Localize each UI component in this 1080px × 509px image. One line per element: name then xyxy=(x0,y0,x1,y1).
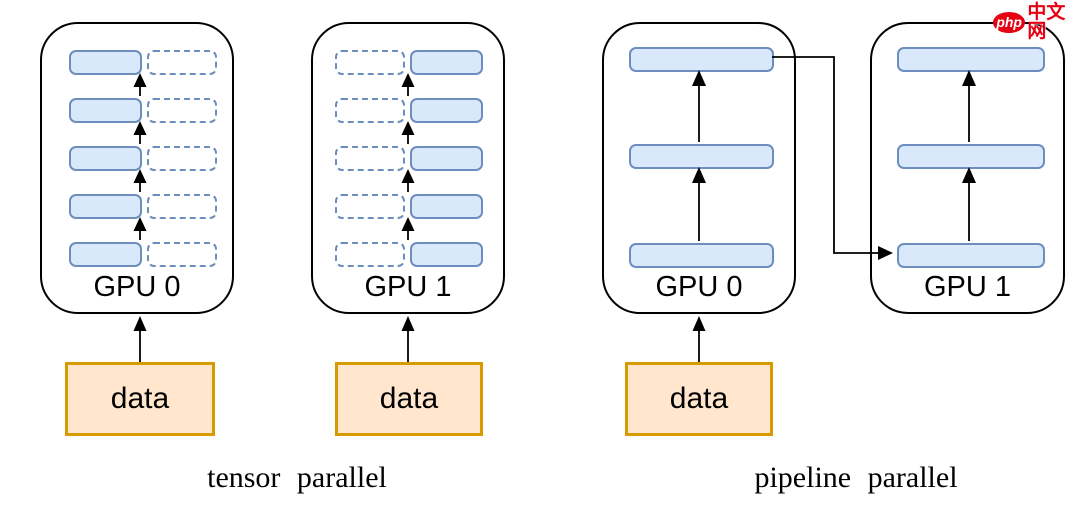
tensor-gpu0-layer3-ghost xyxy=(147,146,217,171)
pipeline-gpu1-label: GPU 1 xyxy=(923,271,1012,303)
pipeline-gpu0-layer3 xyxy=(629,47,774,72)
pipeline-parallel-caption: pipeline parallel xyxy=(754,461,958,494)
tensor-gpu0-layer5-ghost xyxy=(147,242,217,267)
tensor-gpu0-layer5-shard xyxy=(69,242,142,267)
tensor-gpu0-layer3-shard xyxy=(69,146,142,171)
tensor-gpu1-layer4-ghost xyxy=(335,194,405,219)
php-cn-watermark-logo: php 中文网 xyxy=(993,3,1080,41)
tensor-gpu1-layer3-shard xyxy=(410,146,483,171)
pipeline-gpu0-label: GPU 0 xyxy=(655,271,743,303)
tensor-gpu1-box: GPU 1 xyxy=(311,22,505,314)
tensor-gpu1-layer1-ghost xyxy=(335,50,405,75)
tensor-gpu0-layer2-ghost xyxy=(147,98,217,123)
tensor-gpu1-layer5-shard xyxy=(410,242,483,267)
tensor-gpu1-label: GPU 1 xyxy=(364,271,452,303)
pipeline-gpu0-layer2 xyxy=(629,144,774,169)
tensor-gpu1-layer5-ghost xyxy=(335,242,405,267)
pipeline-gpu1-layer2 xyxy=(897,144,1045,169)
tensor-gpu1-layer2-ghost xyxy=(335,98,405,123)
pipeline-gpu1-layer1 xyxy=(897,243,1045,268)
tensor-gpu1-layer2-shard xyxy=(410,98,483,123)
tensor-gpu0-layer4-shard xyxy=(69,194,142,219)
tensor-gpu0-layer4-ghost xyxy=(147,194,217,219)
pipeline-data-box: data xyxy=(625,362,773,436)
tensor-gpu1-layer4-shard xyxy=(410,194,483,219)
php-cn-site-name: 中文网 xyxy=(1027,2,1066,42)
tensor-gpu0-box: GPU 0 xyxy=(40,22,234,314)
tensor-gpu0-layer1-shard xyxy=(69,50,142,75)
tensor-gpu0-layer1-ghost xyxy=(147,50,217,75)
pipeline-gpu0-box: GPU 0 xyxy=(602,22,796,314)
tensor-gpu0-data-box: data xyxy=(65,362,215,436)
data-to-gpu-arrows xyxy=(133,316,706,362)
tensor-gpu1-layer1-shard xyxy=(410,50,483,75)
pipeline-gpu1-box: GPU 1 xyxy=(870,22,1065,314)
pipeline-gpu1-layer3 xyxy=(897,47,1045,72)
php-logo-badge: php xyxy=(993,11,1026,33)
tensor-parallel-caption: tensor parallel xyxy=(207,461,387,494)
tensor-gpu1-data-label: data xyxy=(379,382,439,415)
pipeline-data-label: data xyxy=(669,382,729,415)
tensor-gpu1-data-box: data xyxy=(335,362,483,436)
tensor-gpu0-label: GPU 0 xyxy=(93,271,181,303)
tensor-gpu1-layer3-ghost xyxy=(335,146,405,171)
tensor-gpu0-layer2-shard xyxy=(69,98,142,123)
pipeline-gpu0-layer1 xyxy=(629,243,774,268)
tensor-gpu0-data-label: data xyxy=(110,382,170,415)
